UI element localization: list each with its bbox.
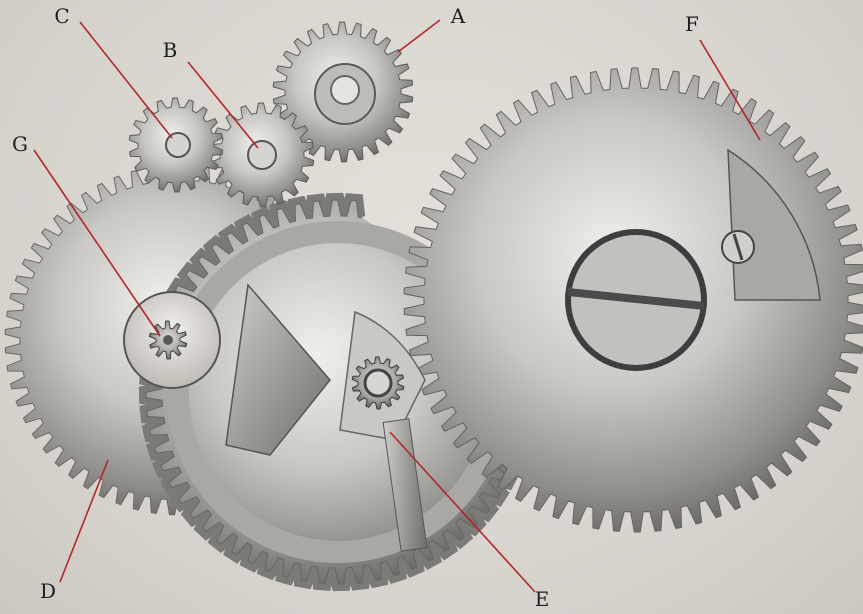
label-f: F (680, 14, 704, 34)
pinion-g-hub (163, 335, 173, 345)
label-g: G (8, 134, 32, 154)
label-e: E (530, 589, 554, 609)
pinion-e-hub (365, 370, 391, 396)
gear-c-hub (166, 133, 190, 157)
label-a: A (446, 6, 470, 26)
leader-d (60, 460, 108, 582)
gear-b-hub (248, 141, 276, 169)
gear-a-hub (331, 76, 359, 104)
label-b: B (158, 40, 182, 60)
leader-a (398, 20, 440, 52)
label-c: C (50, 6, 74, 26)
label-d: D (36, 581, 60, 601)
